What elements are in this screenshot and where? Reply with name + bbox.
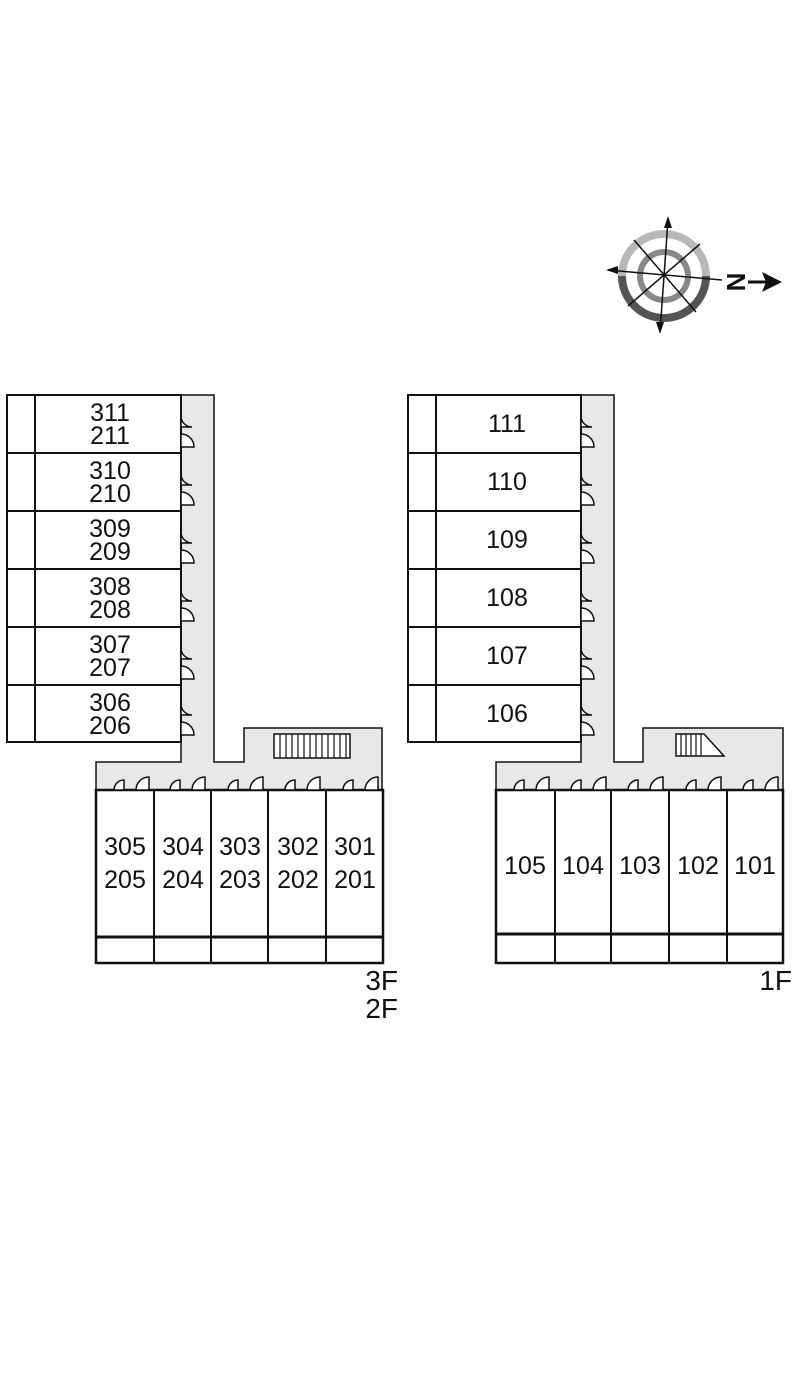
unit-label: 111 [488, 410, 526, 438]
door-icons-left-vertical [180, 415, 195, 736]
left-building: 311 211 310 210 309 209 308 208 307 207 … [6, 394, 398, 1024]
right-vertical-units: 111 110 109 108 107 106 [435, 394, 582, 743]
unit-label: 110 [487, 468, 527, 496]
compass-north-label: N [721, 273, 751, 292]
floor-label-1f: 1F [759, 965, 792, 996]
staircase-left [273, 733, 351, 759]
unit-label: 308 [89, 573, 131, 601]
unit-label: 311 [90, 399, 130, 427]
unit-label: 206 [89, 712, 131, 740]
unit-label: 102 [677, 852, 719, 880]
unit-label: 307 [89, 631, 131, 659]
unit-label: 202 [277, 866, 319, 894]
unit-label: 304 [162, 833, 204, 861]
unit-label: 101 [734, 852, 776, 880]
unit-label: 106 [486, 700, 528, 728]
unit-label: 108 [486, 584, 528, 612]
left-horizontal-units: 305 205 304 204 303 203 302 202 301 201 [104, 833, 376, 894]
unit-label: 201 [334, 866, 376, 894]
compass-rose-icon: N [606, 216, 782, 334]
unit-label: 309 [89, 515, 131, 543]
unit-label: 310 [89, 457, 131, 485]
floor-label-2f: 2F [365, 993, 398, 1024]
unit-label: 204 [162, 866, 204, 894]
unit-label: 301 [334, 833, 376, 861]
unit-label: 207 [89, 654, 131, 682]
unit-label: 103 [619, 852, 661, 880]
floor-label-3f: 3F [365, 965, 398, 996]
unit-label: 205 [104, 866, 146, 894]
unit-109 [435, 510, 582, 570]
door-icons-left-horizontal [113, 776, 379, 791]
right-horizontal-units: 105 104 103 102 101 [504, 852, 776, 880]
staircase-right [675, 733, 726, 757]
unit-label: 305 [104, 833, 146, 861]
unit-label: 208 [89, 596, 131, 624]
unit-label: 209 [89, 538, 131, 566]
unit-306 [34, 684, 182, 743]
unit-307 [34, 626, 182, 686]
right-building: 111 110 109 108 107 106 105 [407, 394, 792, 996]
unit-308 [34, 568, 182, 628]
unit-label: 306 [89, 689, 131, 717]
unit-label: 203 [219, 866, 261, 894]
unit-label: 104 [562, 852, 604, 880]
unit-label: 302 [277, 833, 319, 861]
unit-label: 109 [486, 526, 528, 554]
unit-label: 105 [504, 852, 546, 880]
unit-label: 303 [219, 833, 261, 861]
left-vertical-units: 311 211 310 210 309 209 308 208 307 207 … [34, 394, 182, 743]
unit-107 [435, 626, 582, 686]
unit-label: 211 [90, 422, 130, 450]
unit-label: 107 [486, 642, 528, 670]
door-icons-right-vertical [580, 415, 595, 736]
unit-label: 210 [89, 480, 131, 508]
door-icons-right-horizontal [513, 776, 779, 791]
